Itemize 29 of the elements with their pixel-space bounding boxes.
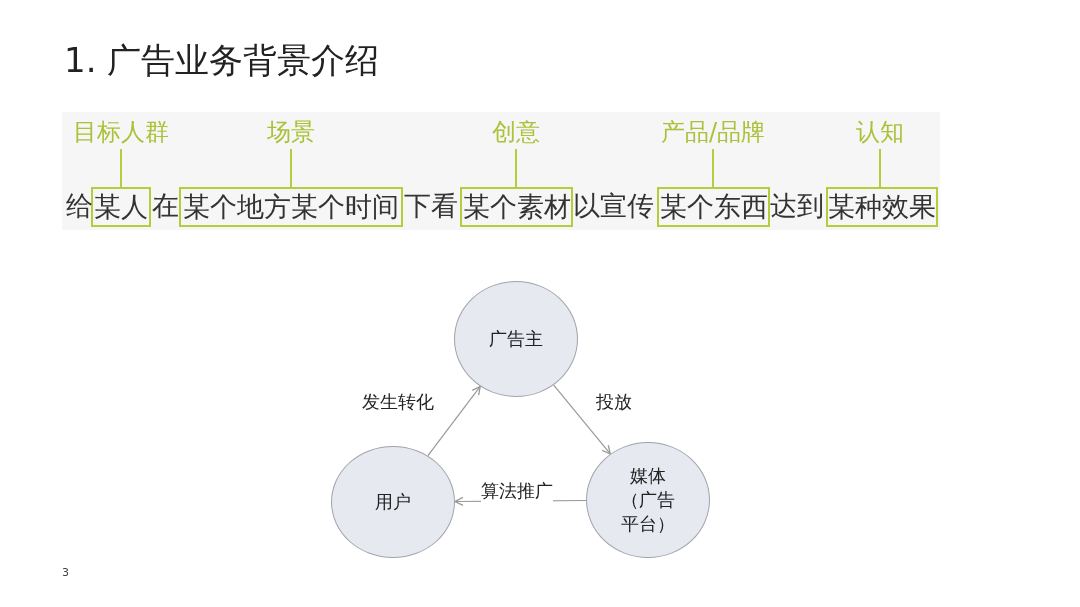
annotation-label: 目标人群	[66, 117, 176, 147]
edge-label: 发生转化	[362, 390, 434, 414]
highlighted-phrase: 某个素材	[460, 187, 573, 227]
page-number: 3	[62, 566, 69, 579]
highlighted-phrase: 某人	[91, 187, 151, 227]
leader-line	[515, 148, 517, 188]
node-label: 广告主	[489, 327, 543, 351]
sentence-text: 以宣传	[573, 189, 654, 223]
highlighted-phrase: 某个东西	[657, 187, 770, 227]
leader-line	[120, 148, 122, 188]
arrow	[427, 385, 481, 457]
annotation-label: 场景	[246, 117, 336, 147]
sentence-text: 在	[152, 189, 179, 223]
node-label: 媒体（广告平台）	[620, 464, 676, 536]
leader-line	[879, 148, 881, 188]
sentence-text: 达到	[770, 189, 824, 223]
leader-line	[712, 148, 714, 188]
edge-label: 投放	[596, 390, 632, 414]
arrow	[553, 384, 611, 455]
annotation-label: 创意	[471, 117, 561, 147]
slide-title: 1. 广告业务背景介绍	[64, 39, 380, 82]
highlighted-phrase: 某个地方某个时间	[179, 187, 403, 227]
highlighted-phrase: 某种效果	[826, 187, 938, 227]
annotation-label: 产品/品牌	[643, 117, 783, 147]
sentence-text: 下看	[404, 189, 458, 223]
edge-label: 算法推广	[481, 479, 553, 503]
node-label: 用户	[375, 490, 411, 514]
annotation-label: 认知	[835, 117, 925, 147]
leader-line	[290, 148, 292, 188]
